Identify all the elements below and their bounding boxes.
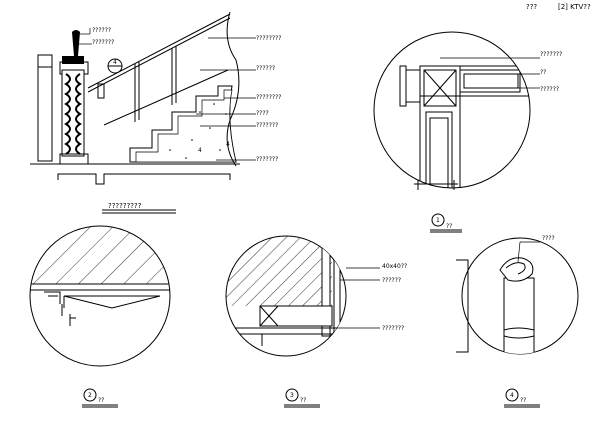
stair-label-5: ????????: [256, 94, 281, 101]
detail1-caption: ??: [446, 223, 452, 230]
detail-4: ???? 4 ??: [456, 235, 579, 408]
detail3-label-3: ???????: [382, 325, 404, 332]
detail3-label-1: 40x40??: [382, 263, 407, 270]
stair-label-2: ???????: [92, 39, 114, 46]
header-title: ???: [526, 3, 537, 11]
section-marker-number: 4: [113, 59, 117, 66]
stair-label-1: ??????: [92, 27, 111, 34]
detail3-caption-number: 3: [290, 392, 294, 399]
newel-post: [37, 30, 105, 165]
detail1-label-1: ???????: [540, 51, 562, 58]
stair-label-3: ????????: [256, 35, 281, 42]
stair-title: ?????????: [108, 202, 142, 210]
stair-label-8: ???????: [256, 156, 278, 163]
sheet-header: ??? [2] KTV??: [526, 3, 591, 11]
detail4-caption-number: 4: [510, 392, 514, 399]
detail1-caption-number: 1: [436, 217, 440, 224]
detail4-label-1: ????: [542, 235, 555, 242]
detail-2: 2 ??: [29, 225, 171, 408]
detail-1: ??????? ?? ?????? 1 ??: [373, 31, 562, 233]
stair-label-7: ???????: [256, 122, 278, 129]
detail3-label-2: ??????: [382, 277, 401, 284]
svg-text:4: 4: [198, 147, 202, 154]
detail3-caption: ??: [300, 397, 306, 404]
stair-section-drawing: 4 4 4 ?????? ??????? ???????? ?????? ???…: [30, 11, 281, 214]
header-sheet-label: [2] KTV??: [558, 3, 591, 11]
detail4-caption: ??: [520, 397, 526, 404]
detail1-label-2: ??: [540, 69, 546, 76]
stair-label-6: ????: [256, 110, 269, 117]
stair-label-4: ??????: [256, 65, 275, 72]
detail1-label-3: ??????: [540, 86, 559, 93]
detail-3: 40x40?? ?????? ??????? 3 ??: [225, 235, 407, 408]
detail2-caption-number: 2: [88, 392, 92, 399]
detail2-caption: ??: [98, 397, 104, 404]
